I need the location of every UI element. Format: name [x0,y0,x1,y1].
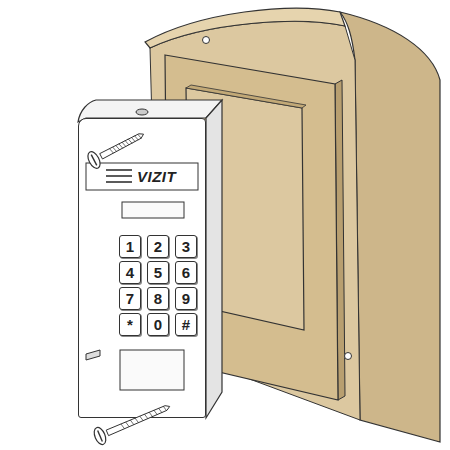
call-panel: 1 2 3 4 5 6 7 8 9 * 0 # VIZIT [78,118,206,418]
key-label: 5 [154,264,162,281]
screw-thread [121,424,125,429]
side-slot [86,350,100,360]
screw-hole [136,109,148,115]
panel-side-face [206,100,222,418]
key-label: * [127,316,133,333]
keypad-key: 0 [147,313,169,336]
screw-head [92,426,108,446]
brand-logo: VIZIT [137,168,176,186]
display-window [122,202,184,218]
logo-stripe [106,169,132,171]
side-screw [345,353,352,360]
key-label: 8 [154,290,162,307]
key-label: 0 [154,316,162,333]
key-label: 2 [154,238,162,255]
keypad-key: 1 [119,235,141,258]
logo-stripe [106,181,132,183]
logo-stripe [106,175,132,177]
screw-slot [98,430,103,441]
key-label: 1 [126,238,134,255]
keypad-key: 4 [119,261,141,284]
screw-thread [130,420,134,425]
key-label: 6 [182,264,190,281]
keypad-key: 2 [147,235,169,258]
screw-thread [135,418,139,423]
logo-plate [86,163,198,190]
keypad-key: 3 [175,235,197,258]
key-label: # [182,316,190,333]
key-label: 7 [126,290,134,307]
keypad-key: 5 [147,261,169,284]
key-reader-window [120,350,184,390]
key-label: 4 [126,264,134,281]
key-label: 9 [182,290,190,307]
keypad-key: # [175,313,197,336]
screw-thread [126,422,130,427]
keypad-key: 8 [147,287,169,310]
keypad-key: 9 [175,287,197,310]
keypad-key: * [119,313,141,336]
key-label: 3 [182,238,190,255]
keypad-key: 7 [119,287,141,310]
hood-roof [145,8,345,48]
keypad-key: 6 [175,261,197,284]
hood-screw [203,37,210,44]
